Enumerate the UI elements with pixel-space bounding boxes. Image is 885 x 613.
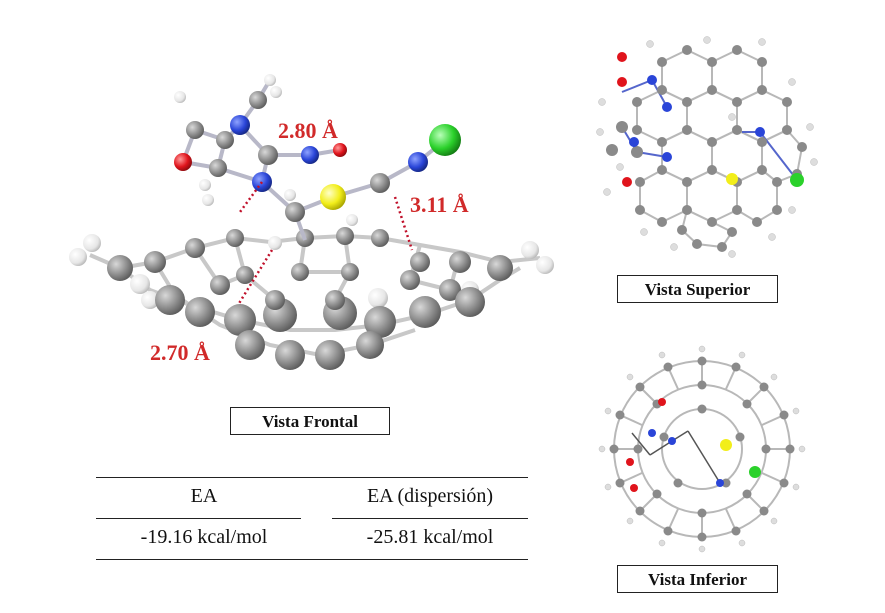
distance-label-3-11: 3.11 Å — [410, 192, 469, 217]
distance-label-2-80: 2.80 Å — [278, 118, 338, 143]
table-mid-rule-left — [96, 518, 301, 519]
table-mid-rule-right — [332, 518, 528, 519]
header-ea-dispersion: EA (dispersión) — [366, 485, 494, 507]
header-ea: EA — [190, 485, 218, 507]
contact-lines — [236, 181, 414, 306]
front-view-molecule — [69, 74, 554, 370]
caption-front-view: Vista Frontal — [230, 407, 390, 435]
value-ea: -19.16 kcal/mol — [140, 526, 268, 548]
caption-top-view: Vista Superior — [617, 275, 778, 303]
caption-bottom-view: Vista Inferior — [617, 565, 778, 593]
top-view-molecule — [596, 36, 818, 258]
table-bottom-rule — [96, 559, 528, 560]
value-ea-dispersion: -25.81 kcal/mol — [366, 526, 494, 548]
bowl-carbons — [107, 227, 513, 370]
bottom-view-molecule — [598, 345, 806, 553]
table-top-rule — [96, 477, 528, 478]
distance-label-2-70: 2.70 Å — [150, 340, 210, 365]
